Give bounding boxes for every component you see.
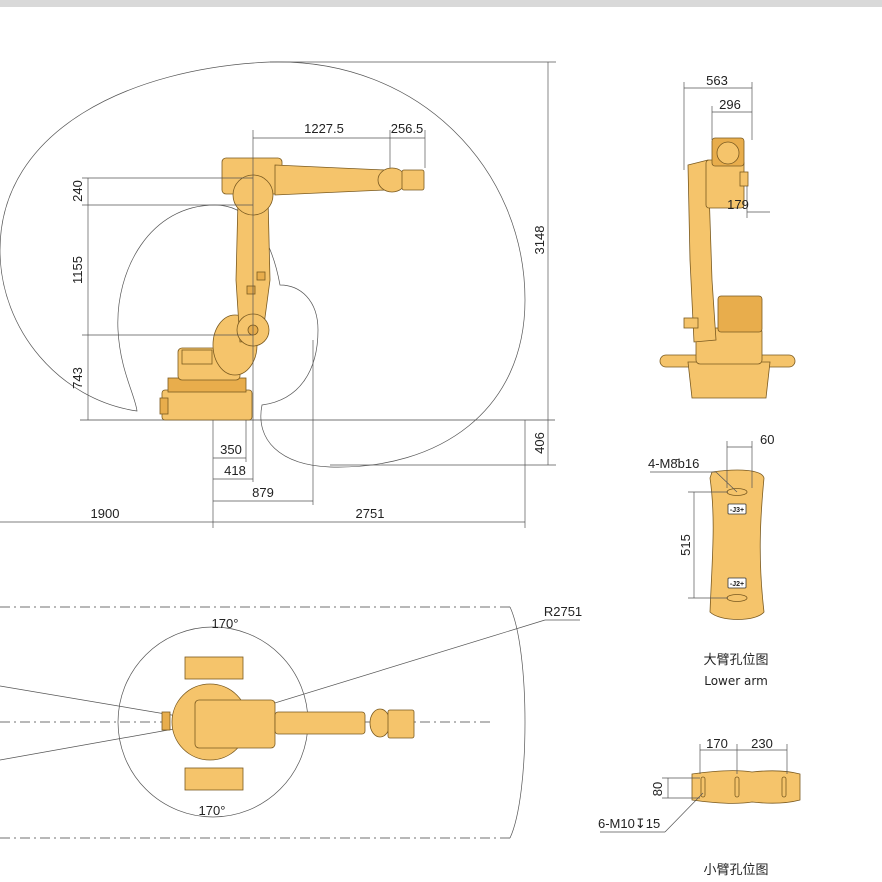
dim-296: 296 [719, 97, 741, 112]
badge-j3: -J3+ [730, 507, 744, 514]
lower-arm-shape [709, 469, 765, 620]
dim-406: 406 [532, 432, 547, 454]
upper-arm-shape [691, 770, 801, 804]
dim-515: 515 [678, 534, 693, 556]
dim-230: 230 [751, 736, 773, 751]
side-robot [159, 157, 425, 421]
dim-418: 418 [224, 463, 246, 478]
dim-179: 179 [727, 197, 749, 212]
front-view: 563 296 179 [659, 73, 796, 399]
side-view: 1227.5 256.5 240 1155 743 3148 406 350 4… [0, 61, 556, 528]
dim-1900: 1900 [91, 506, 120, 521]
lower-arm-caption-cn: 大臂孔位图 [703, 653, 768, 668]
top-robot [161, 656, 415, 791]
dim-240: 240 [70, 180, 85, 202]
dim-563: 563 [706, 73, 728, 88]
dim-r2751: R2751 [544, 604, 582, 619]
top-bar [0, 0, 882, 7]
hole-spec-lower: 4-M8̄b16 [648, 456, 699, 471]
dim-2751: 2751 [356, 506, 385, 521]
dim-60: 60 [760, 432, 774, 447]
angle-bottom: 170° [199, 803, 226, 818]
front-robot [659, 137, 796, 399]
dim-3148: 3148 [532, 226, 547, 255]
dim-256-5: 256.5 [391, 121, 424, 136]
dim-350: 350 [220, 442, 242, 457]
dim-743: 743 [70, 367, 85, 389]
dim-1227-5: 1227.5 [304, 121, 344, 136]
badge-j2: -J2+ [730, 581, 744, 588]
lower-arm-caption-en: Lower arm [704, 674, 768, 688]
dim-879: 879 [252, 485, 274, 500]
upper-arm-caption-cn: 小臂孔位图 [703, 863, 768, 878]
dim-170: 170 [706, 736, 728, 751]
lower-arm-detail: -J3+ -J2+ 60 4-M8̄b16 515 大臂孔位图 Lower ar… [648, 432, 774, 688]
dim-1155: 1155 [70, 256, 85, 284]
hole-spec-upper: 6-M10↧15 [598, 816, 660, 831]
angle-top: 170° [212, 616, 239, 631]
upper-arm-detail: 170 230 80 6-M10↧15 小臂孔位图 [598, 736, 801, 878]
dim-80: 80 [650, 782, 665, 796]
top-view: R2751 170° 170° [0, 604, 582, 839]
